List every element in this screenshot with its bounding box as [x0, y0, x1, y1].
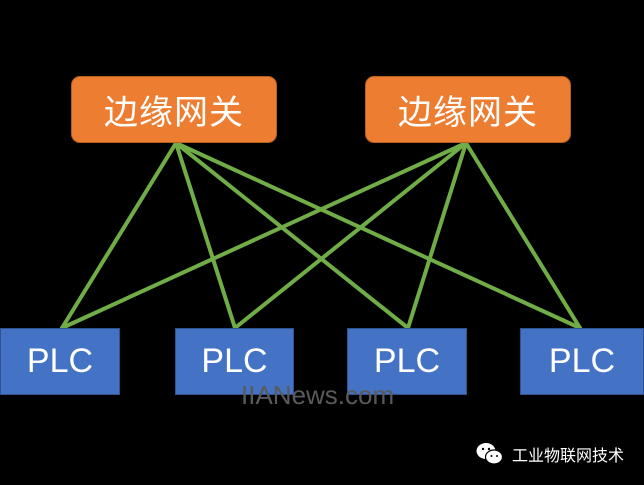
- plc-3: PLC: [347, 328, 467, 395]
- wechat-icon: [476, 443, 504, 465]
- edge-gateway-2: 边缘网关: [365, 76, 571, 143]
- brand: 工业物联网技术: [476, 442, 624, 466]
- link-gateway1-plc4: [174, 141, 582, 330]
- edge-gateway-1: 边缘网关: [71, 76, 277, 143]
- brand-text: 工业物联网技术: [512, 446, 625, 465]
- gateway-label: 边缘网关: [104, 93, 244, 133]
- link-gateway2-plc1: [60, 141, 468, 330]
- plc-label: PLC: [373, 342, 441, 380]
- plc-1: PLC: [0, 328, 120, 395]
- link-gateway1-plc3: [174, 141, 410, 330]
- plc-label: PLC: [201, 342, 268, 380]
- plc-label: PLC: [548, 342, 616, 380]
- watermark: IIANews.com: [241, 380, 395, 410]
- link-gateway1-plc2: [174, 141, 237, 330]
- link-gateway2-plc2: [233, 141, 468, 330]
- link-gateway1-plc1: [60, 141, 178, 330]
- plc-4: PLC: [520, 328, 644, 395]
- plc-2: PLC: [175, 328, 294, 395]
- link-gateway2-plc4: [464, 141, 582, 330]
- link-gateway2-plc3: [406, 141, 468, 330]
- gateway-label: 边缘网关: [398, 93, 538, 133]
- plc-label: PLC: [26, 342, 94, 380]
